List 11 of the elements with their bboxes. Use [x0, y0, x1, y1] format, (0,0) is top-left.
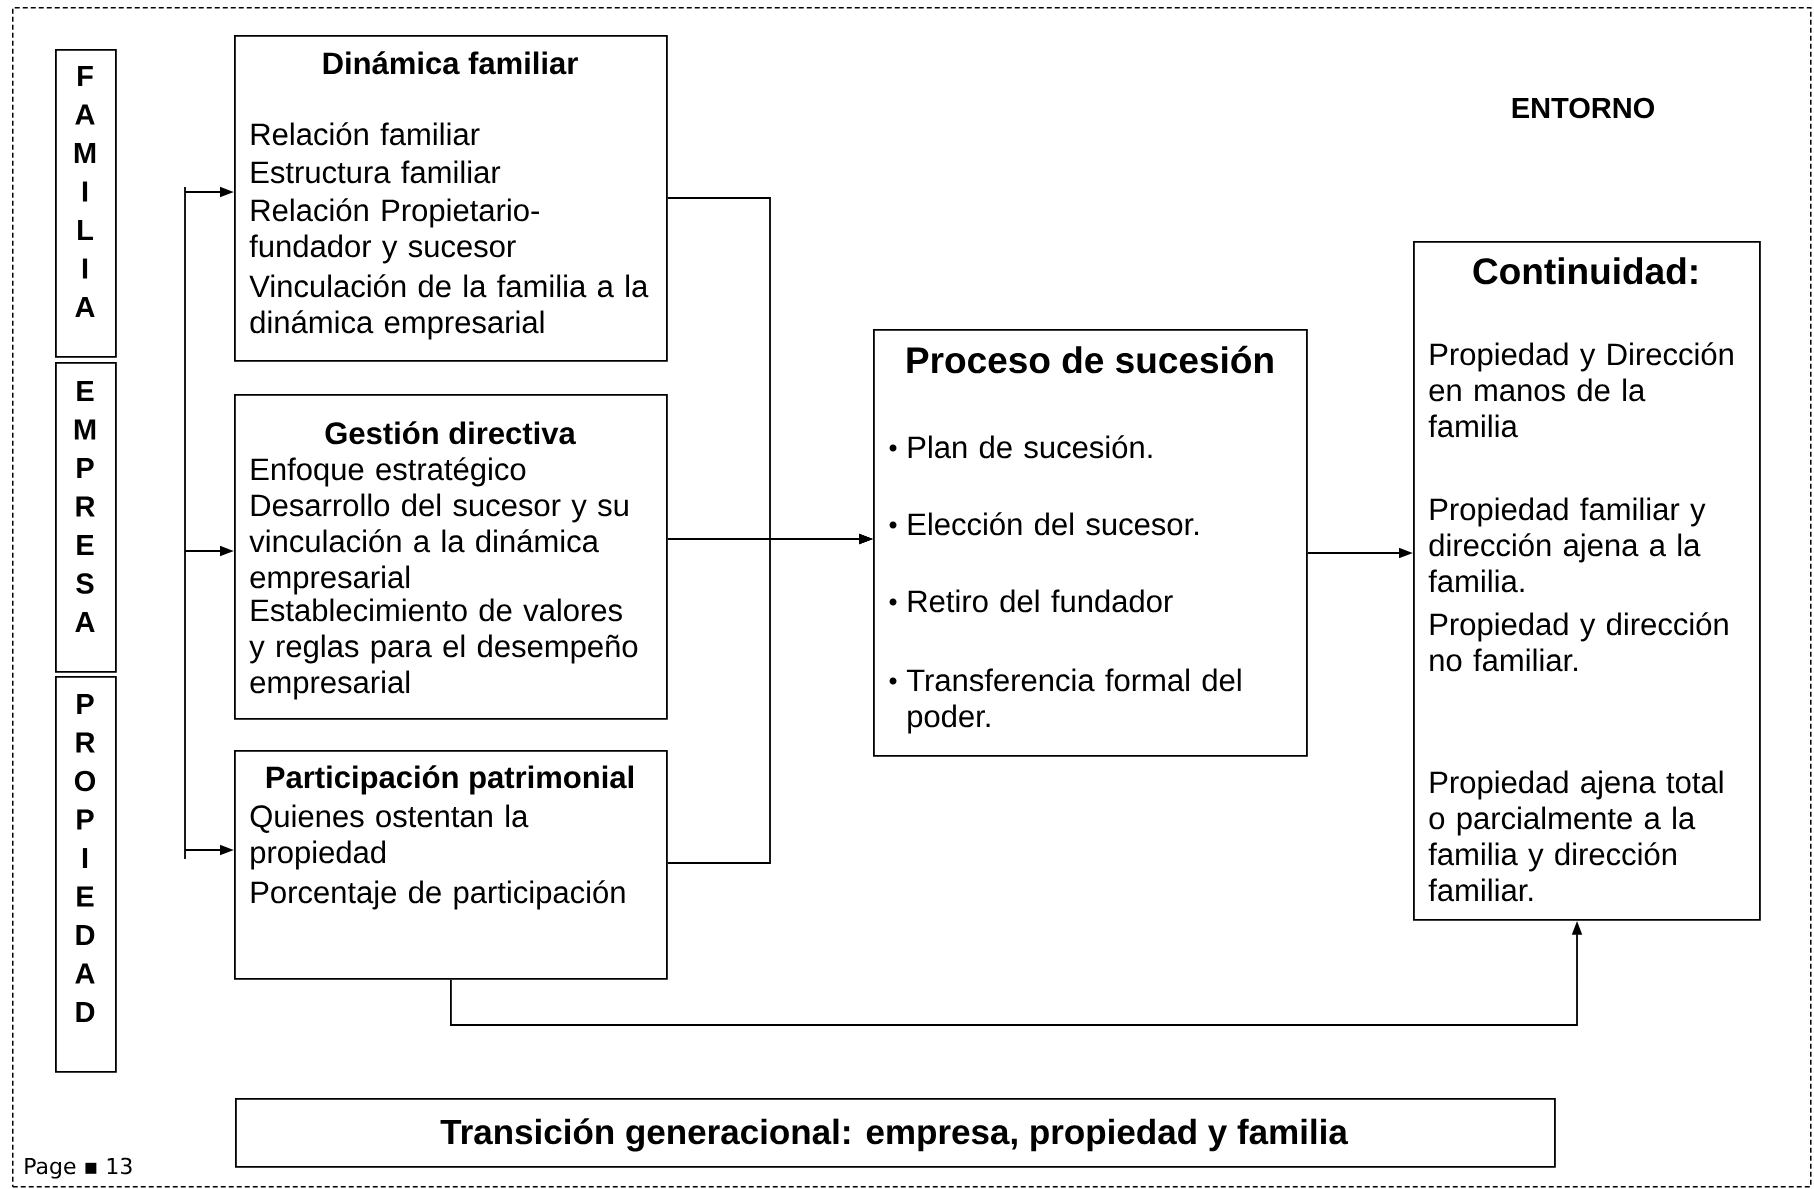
- page-number: Page ▪ 13: [25, 1157, 132, 1179]
- vertical-label-box: EMPRESA: [55, 362, 117, 673]
- bracket-line: [184, 186, 186, 860]
- title-box: Transición generacional: empresa, propiedad y familia: [235, 1098, 1556, 1168]
- category-box: Gestión directiva Enfoque estratégico Desarrollo del sucesor y su vinculación a la dinámica empresarial Establecimiento de valores y reglas para el desempeño empresarial: [234, 394, 668, 720]
- category-box: Participación patrimonial Quienes ostentan la propiedad Porcentaje de participación: [234, 750, 668, 980]
- process-box: Proceso de sucesión Plan de sucesión. Elección del sucesor. Retiro del fundador Transferencia formal del poder.: [873, 329, 1308, 757]
- category-box: Dinámica familiar Relación familiar Estructura familiar Relación Propietario-fundador y sucesor Vinculación de la familia a la dinámica empresarial: [234, 35, 668, 362]
- vertical-label-box: FAMILIA: [55, 49, 117, 358]
- vertical-label-box: PROPIEDAD: [55, 676, 117, 1073]
- outcome-box: Continuidad: Propiedad y Dirección en manos de la familia Propiedad familiar y dirección ajena a la familia. Propiedad y dirección no familiar. Propiedad ajena total o parcialmente a la familia y dirección familiar.: [1413, 241, 1761, 921]
